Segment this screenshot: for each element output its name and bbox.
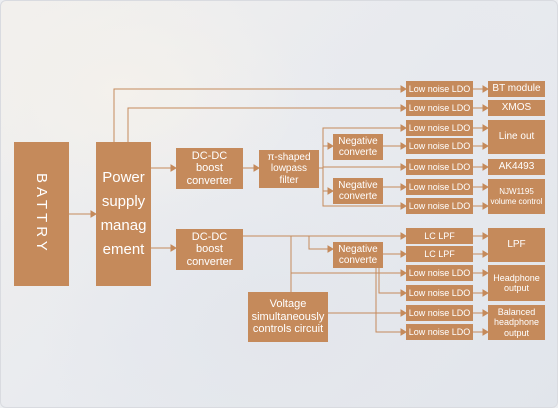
xmos-label: XMOS	[501, 102, 532, 114]
ldo-1-label: Low noise LDO	[408, 83, 471, 94]
ldo-9-label: Low noise LDO	[408, 287, 471, 298]
power-management-label: Power supply manag ement	[100, 169, 147, 258]
ldo-7: Low noise LDO	[406, 198, 473, 214]
negative-converter-3-label: Negative converte	[338, 243, 378, 267]
ldo-1: Low noise LDO	[406, 81, 473, 97]
balanced-headphone-output: Balanced headphone output	[488, 305, 545, 340]
ldo-4: Low noise LDO	[406, 138, 473, 154]
ldo-7-label: Low noise LDO	[408, 200, 471, 211]
negative-converter-1-label: Negative converte	[338, 135, 378, 159]
dcdc-boost-converter-1-label: DC-DC boost converter	[186, 149, 233, 187]
njw1195-volume-control: NJW1195 volume control	[488, 179, 545, 214]
ldo-10: Low noise LDO	[406, 305, 473, 321]
pi-lowpass-filter-label: π-shaped lowpass filter	[267, 151, 311, 186]
negative-converter-2: Negative converte	[333, 178, 383, 204]
dcdc-boost-converter-2: DC-DC boost converter	[176, 229, 243, 270]
line-out: Line out	[488, 120, 545, 154]
wire-filter-ldo3	[319, 127, 406, 169]
line-out-label: Line out	[498, 131, 535, 143]
lc-lpf-1-label: LC LPF	[424, 230, 455, 241]
ldo-2-label: Low noise LDO	[408, 102, 471, 113]
lpf: LPF	[488, 228, 545, 262]
ldo-11: Low noise LDO	[406, 324, 473, 340]
bt-module: BT module	[488, 81, 545, 97]
wire-power-ldo1	[113, 88, 406, 142]
wire-neg3-ldo11	[375, 267, 406, 333]
ldo-10-label: Low noise LDO	[408, 307, 471, 318]
ldo-4-label: Low noise LDO	[408, 140, 471, 151]
dcdc-boost-converter-1: DC-DC boost converter	[176, 148, 243, 189]
ldo-3-label: Low noise LDO	[408, 122, 471, 133]
ldo-5-label: Low noise LDO	[408, 161, 471, 172]
headphone-output-label: Headphone output	[493, 272, 540, 293]
njw1195-volume-control-label: NJW1195 volume control	[490, 187, 543, 206]
lc-lpf-1: LC LPF	[406, 228, 473, 244]
ldo-6: Low noise LDO	[406, 179, 473, 195]
headphone-output: Headphone output	[488, 265, 545, 301]
xmos: XMOS	[488, 100, 545, 116]
dcdc-boost-converter-2-label: DC-DC boost converter	[186, 230, 233, 268]
ldo-6-label: Low noise LDO	[408, 181, 471, 192]
lc-lpf-2: LC LPF	[406, 246, 473, 262]
pi-lowpass-filter: π-shaped lowpass filter	[259, 150, 319, 188]
ldo-8-label: Low noise LDO	[408, 267, 471, 278]
wire-neg3-ldo9	[378, 267, 406, 294]
wire-power-ldo2	[127, 107, 406, 142]
negative-converter-2-label: Negative converte	[338, 179, 378, 203]
ldo-3: Low noise LDO	[406, 120, 473, 136]
wire-dcdc2-neg3	[308, 236, 333, 250]
lc-lpf-2-label: LC LPF	[424, 248, 455, 259]
ldo-9: Low noise LDO	[406, 285, 473, 301]
balanced-headphone-output-label: Balanced headphone output	[493, 306, 540, 338]
ldo-2: Low noise LDO	[406, 100, 473, 116]
negative-converter-1: Negative converte	[333, 134, 383, 160]
battery-block: BATTRY	[14, 142, 69, 286]
voltage-control-circuit: Voltage simultaneously controls circuit	[248, 292, 328, 342]
power-management-block: Power supply manag ement	[96, 142, 151, 286]
lpf-label: LPF	[507, 239, 526, 251]
bt-module-label: BT module	[492, 83, 541, 95]
wire-filter-ldo7	[322, 168, 406, 207]
ldo-5: Low noise LDO	[406, 159, 473, 175]
ldo-8: Low noise LDO	[406, 265, 473, 281]
ldo-11-label: Low noise LDO	[408, 326, 471, 337]
negative-converter-3: Negative converte	[333, 242, 383, 268]
arrowhead	[90, 210, 97, 218]
ak4493-label: AK4493	[498, 161, 535, 173]
battery-label: BATTRY	[33, 173, 51, 255]
voltage-control-circuit-label: Voltage simultaneously controls circuit	[251, 298, 325, 336]
ak4493: AK4493	[488, 159, 545, 175]
